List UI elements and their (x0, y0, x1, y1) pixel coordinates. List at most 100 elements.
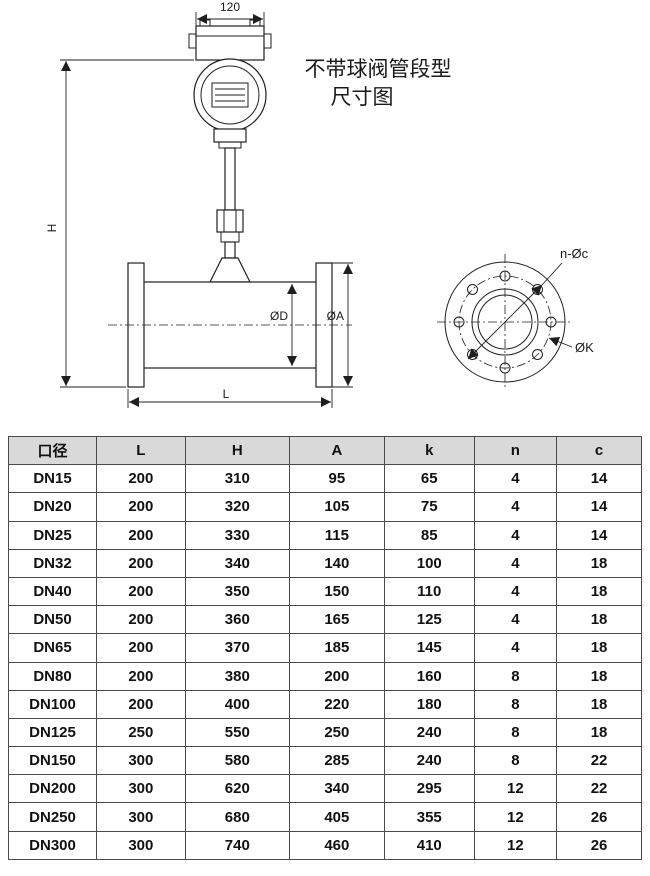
table-cell: 26 (556, 802, 642, 832)
table-cell: 14 (556, 464, 642, 494)
table-cell: 165 (288, 605, 385, 635)
table-cell: 400 (184, 689, 290, 719)
stem-lower (224, 241, 236, 259)
table-header-cell: L (96, 435, 186, 466)
table-cell: 18 (556, 689, 642, 719)
table-cell: 405 (288, 802, 385, 832)
table-cell: 8 (473, 689, 558, 719)
table-cell: 22 (556, 774, 642, 804)
mounting-boss (209, 257, 251, 283)
stem-hex-coupling (216, 209, 244, 233)
dimension-flange-od: ØA (327, 262, 353, 388)
table-cell: 8 (473, 746, 558, 776)
table-cell: 4 (473, 492, 558, 522)
table-header-cell: H (184, 435, 290, 466)
table-cell: 22 (556, 746, 642, 776)
bracket-plate (218, 141, 242, 149)
table-cell: 320 (184, 492, 290, 522)
table-cell: 105 (288, 492, 385, 522)
bolt-hole (499, 270, 511, 282)
transmitter-cap (195, 25, 265, 61)
table-cell: 18 (556, 633, 642, 663)
table-header-cell: A (288, 435, 385, 466)
table-cell-diameter: DN20 (7, 492, 98, 522)
table-cell: 680 (184, 802, 290, 832)
table-cell: 4 (473, 464, 558, 494)
dim-d-label: ØD (270, 309, 288, 323)
drawing-title-line2: 尺寸图 (331, 86, 394, 109)
table-cell: 250 (96, 717, 186, 748)
table-cell: 460 (288, 830, 385, 860)
table-cell: 355 (383, 802, 475, 832)
table-cell: 26 (556, 830, 642, 860)
table-cell: 18 (556, 717, 642, 748)
bolt-hole (467, 284, 478, 295)
table-cell: 12 (473, 802, 558, 832)
table-cell: 18 (556, 661, 642, 691)
table-cell: 14 (556, 520, 642, 550)
dimension-bolt-circle: ØK (548, 336, 594, 355)
table-cell: 250 (288, 717, 385, 748)
dim-n-c-label: n-Øc (560, 246, 589, 261)
table-cell: 75 (383, 492, 475, 522)
table-cell-diameter: DN300 (7, 830, 98, 860)
dimension-height: H (45, 59, 194, 388)
table-cell: 370 (184, 633, 290, 663)
table-cell: 200 (288, 661, 385, 691)
table-cell-diameter: DN25 (7, 520, 98, 550)
dim-l-label: L (223, 387, 230, 401)
table-cell-diameter: DN80 (7, 661, 98, 691)
table-cell: 4 (473, 520, 558, 550)
table-header-cell: k (383, 435, 475, 466)
table-cell: 300 (96, 746, 186, 776)
table-cell: 110 (383, 576, 475, 607)
table-header-cell: 口径 (7, 435, 98, 466)
table-cell: 295 (383, 774, 475, 804)
bolt-hole (545, 316, 557, 328)
flowmeter-front-view: 120 (45, 0, 353, 408)
dimension-inner-diameter: ØD (270, 284, 297, 366)
table-cell: 4 (473, 633, 558, 663)
table-cell: 160 (383, 661, 475, 691)
table-cell: 300 (96, 802, 186, 832)
table-cell: 140 (288, 548, 385, 578)
drawing-title-line1: 不带球阀管段型 (305, 58, 452, 81)
table-cell: 310 (184, 464, 290, 494)
table-cell: 4 (473, 605, 558, 635)
bolt-hole (499, 362, 511, 374)
table-cell-diameter: DN200 (7, 774, 98, 804)
table-cell: 4 (473, 576, 558, 607)
head-bracket (213, 128, 247, 143)
table-cell: 200 (96, 633, 186, 663)
table-cell: 580 (184, 746, 290, 776)
table-cell-diameter: DN32 (7, 548, 98, 578)
table-cell-diameter: DN40 (7, 576, 98, 607)
table-cell: 240 (383, 717, 475, 748)
dim-120-label: 120 (220, 0, 240, 14)
table-cell-diameter: DN50 (7, 605, 98, 635)
table-cell: 220 (288, 689, 385, 719)
dimension-bolt-holes: n-Øc (467, 246, 589, 360)
stem-upper (224, 147, 236, 211)
table-cell: 65 (383, 464, 475, 494)
table-cell: 8 (473, 717, 558, 748)
table-cell: 145 (383, 633, 475, 663)
table-cell: 410 (383, 830, 475, 860)
table-cell: 185 (288, 633, 385, 663)
table-cell: 300 (96, 774, 186, 804)
table-cell: 125 (383, 605, 475, 635)
table-cell: 285 (288, 746, 385, 776)
table-cell: 340 (288, 774, 385, 804)
table-cell: 115 (288, 520, 385, 550)
table-cell: 340 (184, 548, 290, 578)
table-header-cell: n (473, 435, 558, 466)
dim-a-label: ØA (327, 309, 344, 323)
